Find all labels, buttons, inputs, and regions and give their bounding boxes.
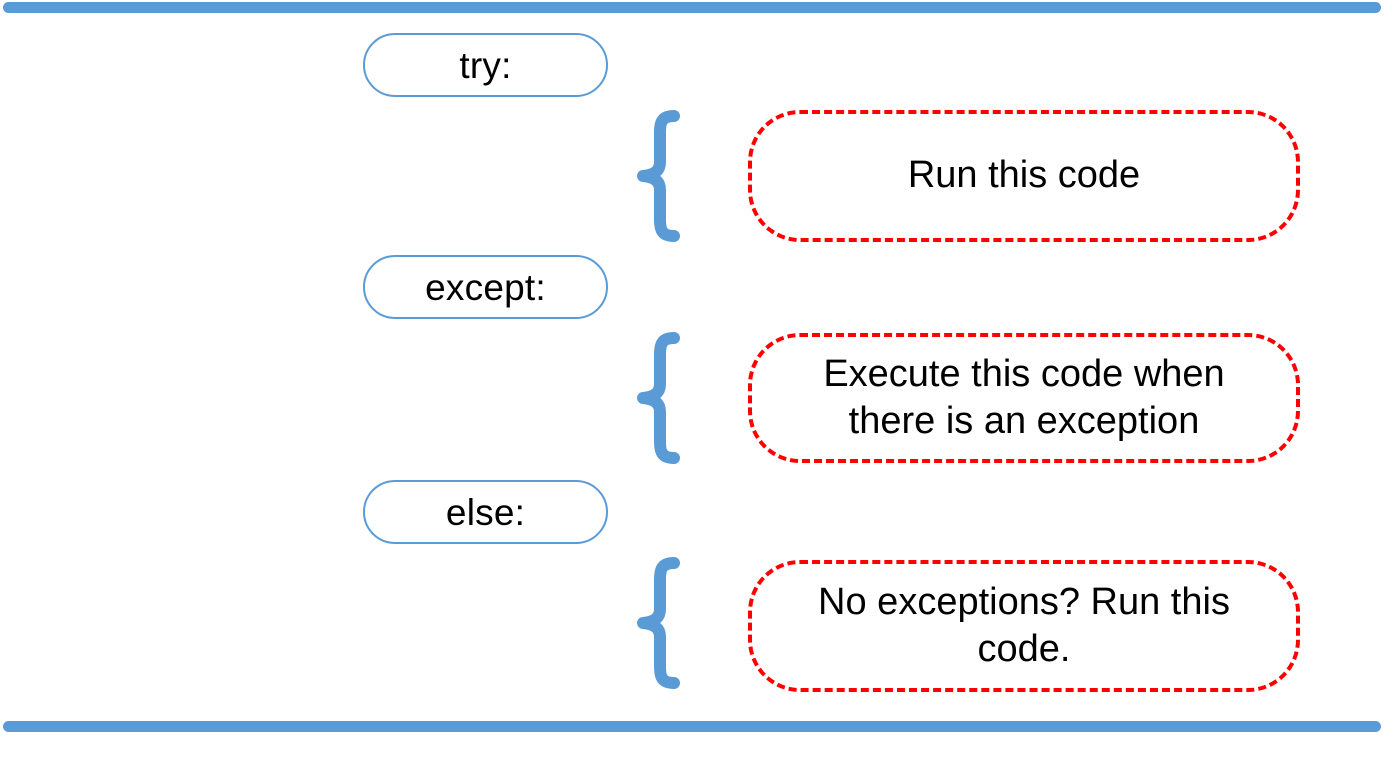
- bottom-divider: [3, 721, 1381, 732]
- curly-brace-icon-except: [636, 332, 684, 464]
- curly-brace-icon-try: [636, 110, 684, 242]
- keyword-pill-except-label: except:: [425, 266, 546, 308]
- code-block-try[interactable]: Run this code: [748, 110, 1300, 242]
- keyword-pill-try-label: try:: [459, 44, 512, 86]
- code-block-except[interactable]: Execute this code when there is an excep…: [748, 333, 1300, 463]
- keyword-pill-except[interactable]: except:: [363, 255, 608, 319]
- code-block-except-label: Execute this code when there is an excep…: [823, 352, 1225, 442]
- curly-brace-icon-else: [636, 557, 684, 689]
- keyword-pill-try[interactable]: try:: [363, 33, 608, 97]
- keyword-pill-else[interactable]: else:: [363, 480, 608, 544]
- code-block-else-label: No exceptions? Run this code.: [818, 580, 1230, 670]
- code-block-else[interactable]: No exceptions? Run this code.: [748, 560, 1300, 692]
- code-block-try-label: Run this code: [907, 154, 1141, 197]
- keyword-pill-else-label: else:: [445, 491, 526, 533]
- top-divider: [3, 2, 1381, 13]
